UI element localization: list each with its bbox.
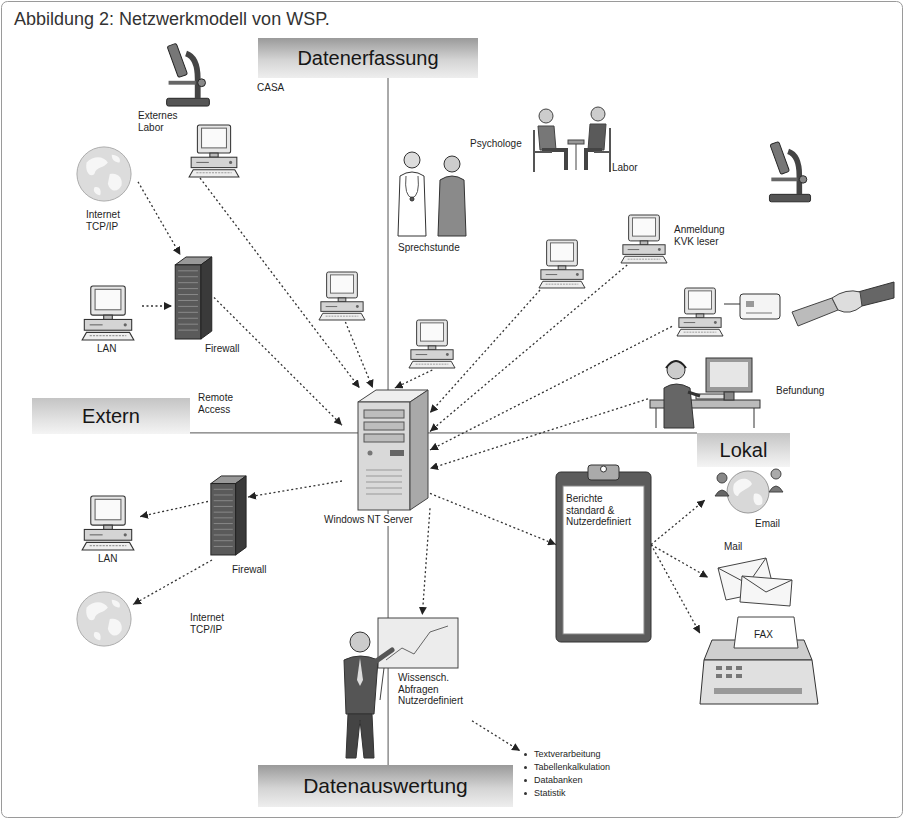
node-label: Anmeldung KVK leser (674, 224, 740, 247)
section-band: Datenerfassung (258, 38, 478, 78)
data-flow-arrow (430, 265, 627, 431)
list-text: Statistik (534, 788, 566, 798)
list-text: Textverarbeitung (534, 749, 601, 759)
data-flow-arrow (248, 481, 342, 497)
data-flow-arrow (395, 370, 433, 388)
server-tower: Windows NT Server (342, 388, 430, 512)
data-flow-arrow (138, 182, 180, 255)
bullet-dot (524, 779, 527, 782)
bullet-dot (524, 792, 527, 795)
workstation-node: Labor (608, 160, 672, 265)
node-label: Berichte standard & Nutzerdefiniert (566, 493, 631, 528)
internet-globe: Internet TCP/IP (75, 590, 133, 648)
presenter-figure: Wissensch. Abfragen Nutzerdefiniert (330, 615, 472, 762)
data-flow-arrow (422, 508, 430, 615)
lan-workstation: LAN (78, 495, 140, 567)
workstation-node: Psychologe (468, 105, 612, 290)
node-label: Labor (612, 162, 638, 174)
data-flow-arrow (430, 493, 556, 544)
divider-line (190, 432, 697, 433)
mail-icon: Mail (708, 540, 795, 608)
figure-title: Abbildung 2: Netzwerkmodell von WSP. (14, 9, 330, 30)
workstation-node: CASA (255, 80, 368, 322)
data-flow-arrow (651, 545, 700, 634)
node-label: Firewall (232, 564, 266, 576)
node-label: Mail (724, 541, 742, 553)
data-flow-arrow (651, 500, 705, 545)
section-band: Datenauswertung (258, 765, 513, 807)
data-flow-arrow (133, 560, 212, 605)
section-band: Extern (32, 398, 190, 434)
list-text: Tabellenkalkulation (534, 762, 610, 772)
firewall-tower: Firewall (208, 470, 248, 560)
node-label: Wissensch. Abfragen Nutzerdefiniert (398, 672, 463, 707)
list-text: Databanken (534, 775, 583, 785)
list-item: Databanken (520, 774, 630, 787)
node-label: FAX (754, 629, 773, 641)
section-band: Lokal (697, 433, 790, 467)
node-label: LAN (97, 343, 116, 355)
data-flow-arrow (430, 399, 648, 469)
bullet-dot (524, 753, 527, 756)
data-flow-arrow (142, 305, 172, 306)
node-label: Internet TCP/IP (86, 209, 120, 232)
workstation-node: Anmeldung KVK leser (672, 222, 898, 338)
email-icon: Email (705, 468, 800, 532)
node-label: Sprechstunde (398, 242, 460, 254)
workstation-node: Befundung (648, 352, 836, 430)
band-title: Datenauswertung (303, 774, 468, 797)
band-title: Datenerfassung (297, 47, 438, 69)
internet-globe: Internet TCP/IP (72, 145, 138, 237)
band-title: Extern (82, 405, 140, 427)
data-flow-arrow (140, 502, 208, 517)
label-anchor: Remote Access (198, 392, 233, 415)
firewall-tower: Firewall (172, 255, 214, 340)
node-label: CASA (257, 82, 284, 94)
list-item: Textverarbeitung (520, 748, 630, 761)
node-label: Firewall (205, 343, 239, 355)
data-flow-arrow (472, 721, 520, 751)
band-title: Lokal (720, 439, 768, 461)
annotation-label: Remote Access (198, 392, 233, 415)
workstation-node: Sprechstunde (390, 148, 480, 370)
list-item: Tabellenkalkulation (520, 761, 630, 774)
title-block: Abbildung 2: Netzwerkmodell von WSP. (14, 9, 330, 30)
node-label: Windows NT Server (322, 514, 415, 526)
node-label: Internet TCP/IP (190, 612, 224, 635)
lab-workstation: Externes Labor (137, 40, 242, 178)
tool-list: TextverarbeitungTabellenkalkulationDatab… (520, 748, 630, 804)
data-flow-arrow (430, 326, 672, 450)
node-label: Email (755, 518, 780, 530)
node-label: Externes Labor (138, 110, 177, 133)
list-item: Statistik (520, 787, 630, 800)
bullet-dot (524, 766, 527, 769)
lan-workstation: LAN (76, 285, 142, 355)
report-clipboard: Berichte standard & Nutzerdefiniert (556, 465, 651, 642)
node-label: Befundung (776, 385, 824, 397)
node-label: LAN (98, 553, 117, 565)
fax-machine: FAX (700, 615, 818, 707)
node-label: Psychologe (470, 138, 522, 150)
data-flow-arrow (345, 322, 372, 388)
